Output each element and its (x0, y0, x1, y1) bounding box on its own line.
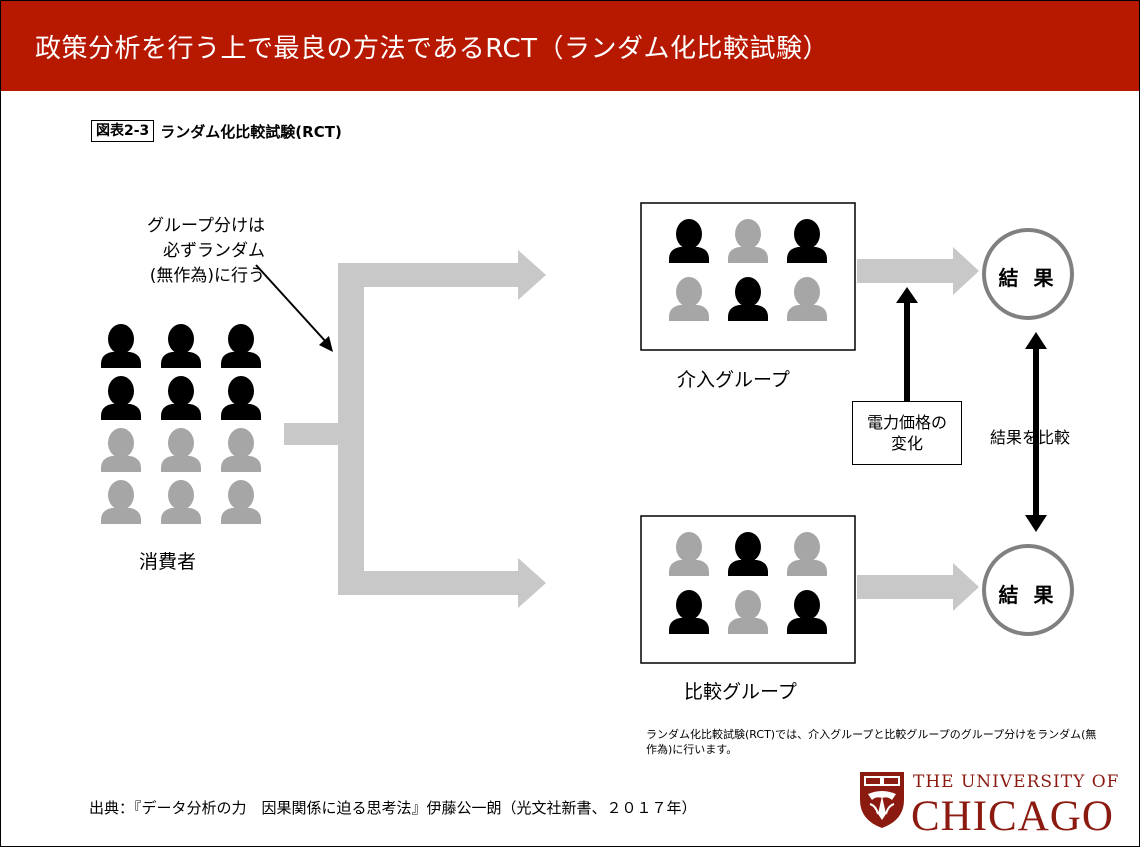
price-change-line-2: 変化 (890, 434, 923, 453)
consumer-person-icon (161, 324, 201, 368)
figure-caption-header: 図表2-3 ランダム化比較試験(RCT) (91, 119, 342, 143)
split-arrow-lower-branch (338, 571, 518, 595)
consumer-person-icon (161, 428, 201, 472)
intervention-group-label: 介入グループ (677, 369, 790, 391)
logo-university-of: THE UNIVERSITY OF (913, 772, 1120, 792)
compare-results-label: 結果を比較 (990, 428, 1071, 447)
consumer-person-icon (161, 480, 201, 524)
control-to-result-arrow (857, 563, 979, 611)
consumer-person-icon (101, 480, 141, 524)
slide-title: 政策分析を行う上で最良の方法であるRCT（ランダム化比較試験） (35, 34, 830, 64)
consumer-person-icon (221, 376, 261, 420)
title-bar: 政策分析を行う上で最良の方法であるRCT（ランダム化比較試験） (1, 1, 1139, 91)
consumer-person-icon (161, 376, 201, 420)
split-arrow-upper-branch (338, 263, 518, 287)
result-circle-top (982, 228, 1074, 320)
split-arrow-trunk (338, 263, 364, 595)
intervention-to-result-arrow (857, 247, 979, 295)
consumer-person-icon (101, 376, 141, 420)
note-line-1: グループ分けは (147, 216, 265, 236)
note-line-2: 必ずランダム (163, 241, 265, 261)
compare-arrow (1025, 332, 1047, 532)
result-label-top: 結 果 (998, 266, 1058, 290)
consumer-person-icon (221, 480, 261, 524)
price-change-arrow (896, 287, 918, 401)
figure-number: 図表2-3 (91, 120, 155, 142)
source-citation: 出典：『データ分析の力 因果関係に迫る思考法』伊藤公一朗（光文社新書、２０１７年… (89, 799, 697, 817)
consumers-label: 消費者 (139, 551, 197, 573)
split-arrow-stem (284, 423, 344, 445)
split-arrow-lower-head (518, 558, 546, 608)
consumer-person-icon (221, 324, 261, 368)
logo-chicago: CHICAGO (911, 793, 1114, 840)
result-label-bottom: 結 果 (998, 583, 1058, 607)
price-change-line-1: 電力価格の (866, 413, 947, 432)
uchicago-shield-icon (860, 772, 904, 828)
consumer-person-icon (101, 428, 141, 472)
random-assignment-note: グループ分けは 必ずランダム (無作為)に行う (105, 214, 265, 289)
note-pointer (255, 264, 333, 352)
result-circle-bottom (982, 544, 1074, 636)
figure-title: ランダム化比較試験(RCT) (160, 122, 342, 141)
price-change-box: 電力価格の 変化 (852, 401, 962, 465)
consumer-person-icon (221, 428, 261, 472)
figure-explanation: ランダム化比較試験(RCT)では、介入グループと比較グループのグループ分けをラン… (646, 728, 1097, 756)
control-group-label: 比較グループ (684, 681, 797, 703)
note-line-3: (無作為)に行う (149, 266, 265, 286)
split-arrow (284, 250, 546, 608)
consumer-person-icon (101, 324, 141, 368)
split-arrow-upper-head (518, 250, 546, 300)
